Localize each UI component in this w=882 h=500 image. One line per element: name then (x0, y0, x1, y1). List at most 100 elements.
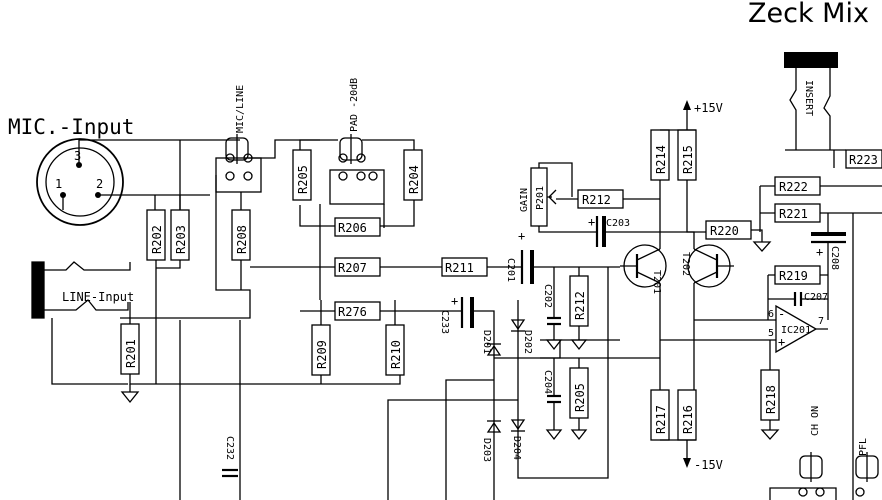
ch-on-label: CH ON (810, 406, 821, 436)
svg-text:R221: R221 (779, 207, 808, 221)
svg-text:R218: R218 (764, 385, 778, 414)
svg-text:R209: R209 (315, 340, 329, 369)
wire-pad-mid (319, 204, 385, 300)
wire-opamp (768, 319, 828, 341)
capacitor-C232: C232 (222, 436, 238, 478)
svg-text:+: + (451, 294, 458, 308)
svg-text:R202: R202 (150, 225, 164, 254)
svg-text:R208: R208 (235, 225, 249, 254)
svg-text:C207: C207 (804, 292, 828, 303)
ground-symbol-icon (120, 391, 140, 404)
svg-text:R201: R201 (124, 339, 138, 368)
svg-text:C204: C204 (542, 370, 553, 394)
capacitor-C233: + C233 (439, 294, 474, 334)
resistor-R205-pad: R205 (292, 149, 312, 201)
wire-switch-line (120, 175, 251, 319)
svg-text:R210: R210 (389, 340, 403, 369)
line-input-jack-icon (31, 261, 131, 319)
svg-text:R222: R222 (779, 180, 808, 194)
input-network-wires (129, 140, 442, 500)
resistor-R214: R214 (650, 129, 670, 181)
svg-text:R211: R211 (445, 261, 474, 275)
svg-text:R214: R214 (654, 145, 668, 174)
svg-text:D201: D201 (481, 330, 492, 354)
svg-text:+: + (778, 335, 785, 349)
wire-switch1-to-pad (248, 139, 320, 159)
svg-text:+: + (816, 245, 823, 259)
line-ground-wire (51, 318, 128, 385)
resistor-R276: R276 (334, 301, 381, 321)
resistor-R222: R222 (774, 176, 821, 196)
svg-text:P201: P201 (535, 186, 546, 210)
supply-minus-arrow-icon (683, 440, 691, 468)
resistor-R207: R207 (334, 257, 381, 277)
transistor-T202: T202 (680, 244, 734, 288)
svg-text:R219: R219 (779, 269, 808, 283)
svg-text:R220: R220 (710, 224, 739, 238)
resistor-R201: R201 (120, 323, 140, 375)
line-input-label: LINE-Input (62, 290, 134, 304)
resistor-R216: R216 (677, 389, 697, 441)
plus-15v-label: +15V (694, 101, 723, 115)
gain-label: GAIN (519, 188, 530, 212)
resistor-R202: R202 (146, 209, 166, 261)
transistor-T201: T201 (620, 244, 667, 294)
diode-wires (387, 267, 609, 500)
potentiometer-P201: P201 (530, 167, 557, 227)
pad-switch-label: PAD -20dB (349, 78, 360, 132)
resistor-R218: R218 (760, 369, 780, 421)
opamp-pin7: 7 (818, 316, 824, 327)
transistor-wires (659, 129, 768, 441)
diode-D202: D202 (510, 319, 533, 354)
svg-text:R205: R205 (296, 165, 310, 194)
wire-pad-bottom (299, 200, 415, 227)
mic-input-label: MIC.-Input (8, 115, 134, 139)
resistor-R219: R219 (774, 265, 821, 285)
wire-c233 (434, 310, 495, 330)
svg-text:R206: R206 (338, 221, 367, 235)
svg-text:R203: R203 (174, 225, 188, 254)
insert-jack-icon (784, 52, 838, 150)
resistor-R215: R215 (677, 129, 697, 181)
resistor-R221: R221 (774, 203, 821, 223)
resistor-R211: R211 (441, 257, 488, 277)
resistor-R212-gain: R212 (577, 189, 624, 209)
wire-r221-r222 (759, 185, 882, 232)
svg-text:+: + (518, 229, 525, 243)
opamp-pin6: 6 (768, 309, 774, 320)
svg-text:R276: R276 (338, 305, 367, 319)
resistor-R203: R203 (170, 209, 190, 261)
svg-text:C208: C208 (829, 246, 840, 270)
xlr-pin1-label: 1 (55, 177, 62, 191)
capacitor-C203: + C203 (588, 215, 630, 247)
svg-text:D203: D203 (481, 438, 492, 462)
mic-line-switch-icon (215, 134, 262, 193)
resistor-R210: R210 (385, 324, 405, 376)
svg-text:R215: R215 (681, 145, 695, 174)
resistor-R223: R223 (845, 149, 882, 169)
svg-text:+: + (588, 215, 595, 229)
svg-text:IC201: IC201 (781, 325, 811, 336)
resistor-R220: R220 (705, 220, 752, 240)
bias-wires (540, 267, 660, 430)
diode-D203: D203 (481, 420, 502, 462)
ground-r218-icon (760, 429, 780, 440)
svg-text:C201: C201 (505, 258, 516, 282)
svg-text:R207: R207 (338, 261, 367, 275)
svg-text:C232: C232 (224, 436, 235, 460)
svg-text:R212: R212 (582, 193, 611, 207)
resistor-R212-bias: R212 (569, 275, 589, 327)
wire-pad-top (299, 139, 415, 150)
resistor-R217: R217 (650, 389, 670, 441)
resistor-R205-bias: R205 (569, 367, 589, 419)
svg-text:T202: T202 (680, 252, 691, 276)
svg-text:D204: D204 (511, 436, 522, 460)
svg-text:T201: T201 (651, 270, 662, 294)
ch-on-switch-icon (769, 452, 837, 500)
resistor-R204: R204 (403, 149, 423, 201)
wire-pot (538, 162, 573, 233)
wire-feedback (767, 274, 828, 320)
diode-D201: D201 (481, 330, 502, 356)
svg-text:C203: C203 (606, 218, 630, 229)
